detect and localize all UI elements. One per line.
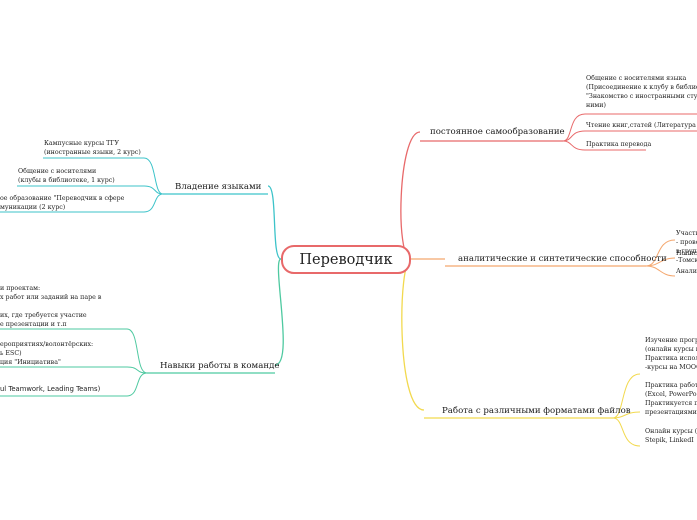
selfedu-item-translation-practice[interactable]: Практика перевода — [586, 141, 652, 148]
branch-analytic-label: аналитические и синтетические способност… — [458, 254, 667, 264]
connector-languages — [267, 185, 282, 260]
branch-formats[interactable]: Работа с различными форматами файлов — [442, 406, 631, 416]
connector-teamwork — [274, 258, 284, 366]
teamwork-item-projects[interactable]: и проектам: х работ или заданий на паре … — [0, 285, 102, 328]
connector-selfedu — [400, 131, 421, 260]
teamwork-item-volunteering[interactable]: ероприятиях/волонтёрских: ь ESC) ция "Ин… — [0, 341, 94, 366]
selfedu-item-reading[interactable]: Чтение книг,статей (Литература в библ — [586, 122, 696, 129]
analytic-item-writing[interactable]: Написа — [676, 250, 697, 257]
analytic-item-participation[interactable]: Участи - прово в груп -Томск — [676, 230, 697, 264]
branch-languages-label: Владение языками — [175, 182, 262, 192]
teamwork-item-courses[interactable]: ul Teamwork, Leading Teams) — [0, 385, 101, 393]
branch-teamwork[interactable]: Навыки работы в команде — [160, 361, 279, 371]
central-topic-label: Переводчик — [299, 251, 393, 268]
branch-analytic[interactable]: аналитические и синтетические способност… — [458, 254, 667, 264]
analytic-item-analysis[interactable]: Анали — [676, 268, 697, 275]
connector-formats — [401, 258, 425, 411]
languages-item-campus-courses[interactable]: Кампусные курсы ТГУ (иностранные языки, … — [44, 140, 141, 156]
branch-languages[interactable]: Владение языками — [175, 182, 261, 192]
formats-item-programs[interactable]: Изучение програм (онлайн курсы по Практи… — [645, 337, 697, 371]
central-topic[interactable]: Переводчик — [281, 245, 411, 274]
branch-selfedu[interactable]: постоянное самообразование — [430, 127, 565, 137]
branch-selfedu-label: постоянное самообразование — [430, 127, 565, 137]
formats-item-practice[interactable]: Практика работы (Excel, PowerPo Практику… — [645, 382, 697, 416]
branch-teamwork-label: Навыки работы в команде — [160, 361, 280, 371]
formats-item-online-courses[interactable]: Онлайн курсы ( н Stepik, LinkedI — [645, 428, 697, 444]
branch-formats-label: Работа с различными форматами файлов — [442, 406, 631, 416]
languages-item-native-speakers[interactable]: Общение с носителями (клубы в библиотеке… — [18, 168, 115, 184]
selfedu-item-native-speakers[interactable]: Общение с носителями языка (Присоединени… — [586, 75, 697, 109]
languages-item-additional-education[interactable]: ое образование "Переводчик в сфере муник… — [0, 195, 125, 211]
